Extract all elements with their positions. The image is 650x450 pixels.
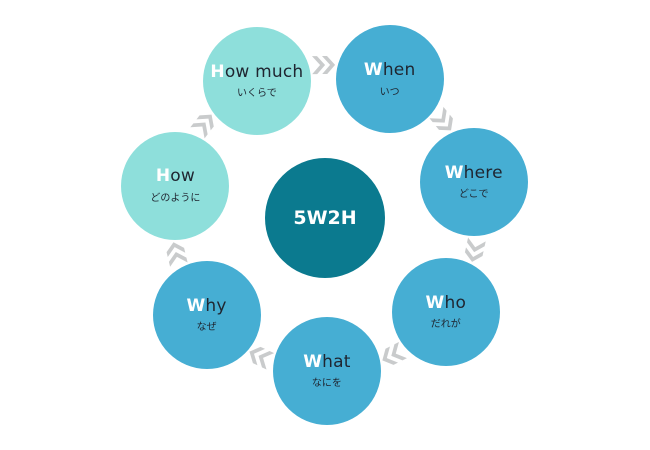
chevron-icon [429, 106, 447, 123]
node-initial: W [303, 351, 323, 372]
cycle-arrow [464, 237, 486, 262]
chevron-icon [166, 242, 186, 257]
node-title: How much [210, 61, 304, 82]
node-initial: H [155, 166, 171, 187]
node-initial: W [363, 59, 383, 80]
chevron-icon [249, 346, 266, 366]
chevron-icon [467, 237, 486, 253]
node-title-rest: ow much [224, 61, 304, 82]
cycle-arrow [429, 106, 453, 131]
node-what: What なにを [272, 316, 381, 425]
node-title: Where [444, 162, 503, 183]
cycle-arrow [311, 55, 336, 75]
chevron-icon [196, 114, 214, 131]
chevron-icon [190, 122, 208, 139]
center-label: 5W2H [293, 207, 357, 229]
node-when: When いつ [335, 25, 444, 134]
cycle-arrow [382, 342, 407, 365]
chevron-icon [258, 351, 275, 370]
node-subtitle: どのように [150, 193, 201, 205]
node-initial: W [186, 295, 206, 316]
node-title: What [303, 351, 351, 372]
node-title-rest: here [463, 162, 503, 183]
chevron-icon [391, 342, 407, 361]
node-title-rest: hen [382, 59, 416, 80]
chevron-icon [168, 251, 188, 267]
chevron-icon [311, 56, 326, 75]
chevron-icon [464, 247, 484, 262]
cycle-arrow [249, 346, 275, 370]
node-subtitle: なにを [311, 378, 342, 390]
node-title-rest: hy [205, 295, 227, 316]
node-subtitle: なぜ [196, 322, 217, 334]
chevron-icon [382, 346, 398, 365]
cycle-arrow [190, 114, 214, 139]
node-subtitle: どこで [458, 189, 489, 201]
node-initial: W [444, 162, 464, 183]
cycle-arrow [166, 242, 188, 267]
node-subtitle: いくらで [237, 88, 277, 100]
node-subtitle: いつ [379, 86, 400, 98]
node-how: How どのように [121, 131, 230, 240]
chevron-icon [435, 114, 453, 131]
node-why: Why なぜ [152, 260, 261, 369]
node-title-rest: ho [444, 292, 467, 313]
node-title: Who [425, 292, 467, 313]
center-node-5w2h: 5W2H [265, 158, 385, 278]
node-initial: W [425, 292, 445, 313]
node-title: When [364, 61, 416, 80]
node-how-much: How much いくらで [202, 26, 311, 135]
node-title: How [156, 167, 195, 186]
node-title: Why [186, 295, 227, 316]
node-who: Who だれが [391, 257, 500, 366]
node-where: Where どこで [419, 128, 528, 237]
node-initial: H [210, 61, 225, 82]
node-subtitle: だれが [430, 319, 461, 331]
chevron-icon [321, 55, 336, 75]
node-title-rest: hat [322, 351, 351, 372]
node-title-rest: ow [170, 166, 195, 187]
